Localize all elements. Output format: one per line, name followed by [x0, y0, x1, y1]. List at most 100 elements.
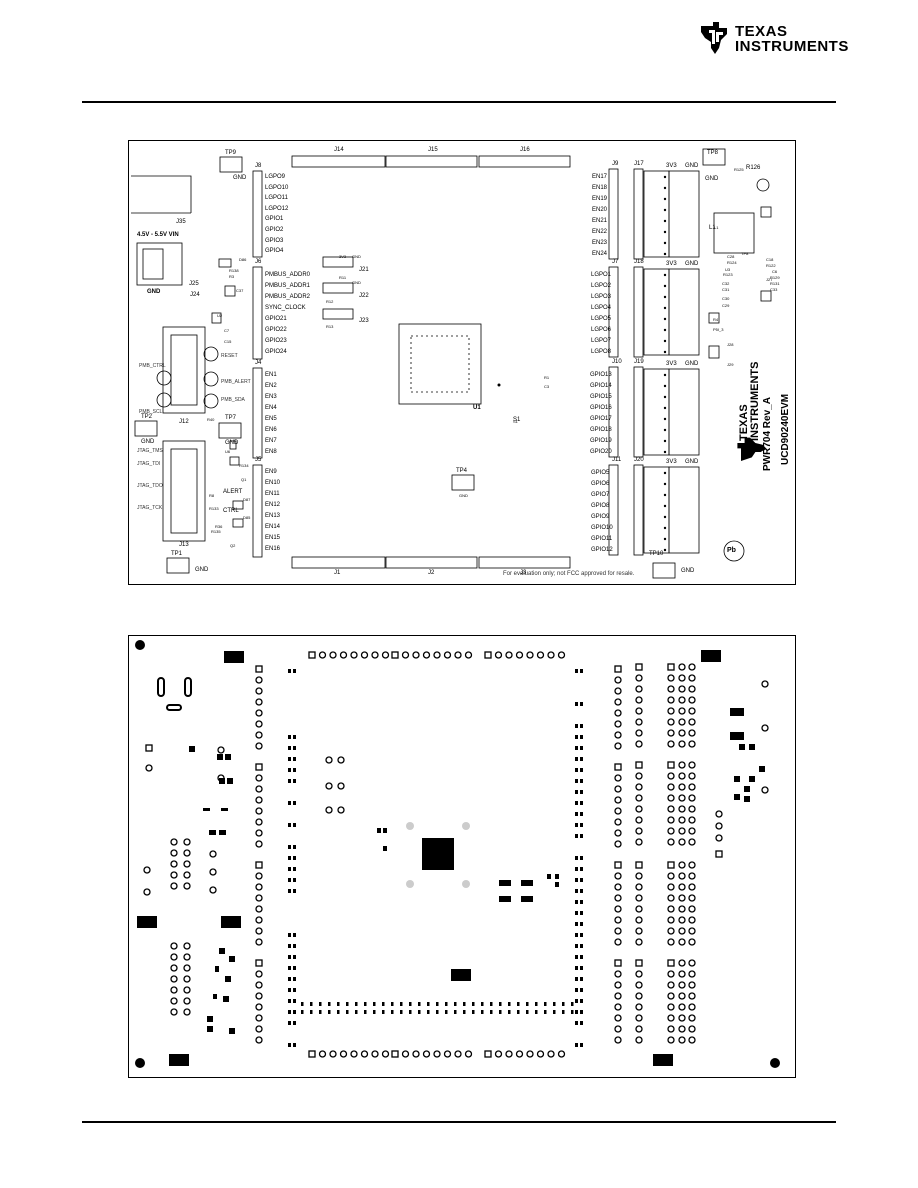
pin-label: GPIO8 — [591, 501, 613, 512]
pin-label: GPIO24 — [265, 347, 310, 358]
svg-text:3V3: 3V3 — [339, 254, 347, 259]
pin-label: LGPO1 — [591, 270, 611, 281]
pb-mark: Pb — [727, 547, 736, 554]
pmb-ctrl-label: PMB_CTRL — [139, 363, 166, 369]
ti-text2: INSTRUMENTS — [750, 362, 761, 441]
svg-text:R8: R8 — [209, 493, 215, 498]
tp1-gnd: GND — [195, 567, 208, 573]
s1-label: S1 — [513, 417, 520, 423]
svg-text:R11: R11 — [339, 275, 347, 280]
vin-label: 4.5V - 5.5V VIN — [137, 232, 179, 238]
pmb-sda-label: PMB_SDA — [221, 397, 245, 403]
svg-text:U2: U2 — [217, 313, 223, 318]
svg-text:C37: C37 — [236, 288, 244, 293]
pin-label: EN23 — [592, 238, 607, 249]
pin-label: EN22 — [592, 227, 607, 238]
svg-text:C3: C3 — [544, 384, 550, 389]
j24-label: J24 — [190, 292, 200, 298]
pin-label: GPIO3 — [265, 236, 288, 247]
svg-text:C28: C28 — [727, 254, 735, 259]
svg-text:R124: R124 — [727, 260, 737, 265]
pin-label: GPIO6 — [591, 479, 613, 490]
tp10-gnd: GND — [681, 568, 694, 574]
alert-label: ALERT — [223, 489, 242, 495]
pin-label: LGPO4 — [591, 303, 611, 314]
svg-text:GND: GND — [352, 280, 361, 285]
gnd-label-1: GND — [685, 163, 698, 169]
pin-label: EN2 — [265, 381, 277, 392]
svg-text:U6: U6 — [225, 449, 231, 454]
pin-label: LGPO9 — [265, 172, 288, 183]
svg-text:C15: C15 — [224, 339, 232, 344]
svg-text:C32: C32 — [722, 281, 730, 286]
svg-text:J28: J28 — [727, 342, 734, 347]
svg-text:J29: J29 — [727, 362, 734, 367]
pin-label: GPIO22 — [265, 325, 310, 336]
pin-label: EN20 — [592, 205, 607, 216]
svg-text:R125: R125 — [734, 167, 744, 172]
svg-text:R4: R4 — [713, 317, 719, 322]
j9-label: J9 — [612, 161, 618, 167]
gnd-label-3: GND — [685, 361, 698, 367]
v3v3-label-3: 3V3 — [666, 361, 677, 367]
pin-label: LGPO3 — [591, 292, 611, 303]
j19-label: J19 — [634, 359, 644, 365]
pin-label: GPIO19 — [590, 436, 612, 447]
svg-text:R1: R1 — [544, 375, 550, 380]
pin-label: EN16 — [265, 544, 280, 555]
pin-label: GPIO21 — [265, 314, 310, 325]
j14-label: J14 — [334, 147, 344, 153]
r126-label: R126 — [746, 165, 760, 171]
header-rule — [82, 101, 836, 103]
reset-label: RESET — [221, 353, 238, 359]
svg-text:Q1: Q1 — [241, 477, 247, 482]
pin-label: EN13 — [265, 511, 280, 522]
pin-label: EN12 — [265, 500, 280, 511]
pin-label: PMBUS_ADDR1 — [265, 281, 310, 292]
j21-label: J21 — [359, 267, 369, 273]
bottom-copper-panel — [128, 635, 796, 1078]
pin-label: LGPO7 — [591, 336, 611, 347]
pin-label: EN19 — [592, 194, 607, 205]
j11-label: J11 — [612, 457, 621, 463]
pin-label: GPIO9 — [591, 512, 613, 523]
j1-label: J1 — [334, 570, 340, 576]
pin-label: EN4 — [265, 403, 277, 414]
svg-text:R12: R12 — [326, 299, 334, 304]
pin-label: EN24 — [592, 249, 607, 260]
tp2-gnd: GND — [141, 439, 154, 445]
pin-label: EN17 — [592, 172, 607, 183]
j18-label: J18 — [634, 259, 644, 265]
pin-label: GPIO11 — [591, 534, 613, 545]
u1-label: U1 — [473, 405, 481, 411]
pin-label: GPIO2 — [265, 225, 288, 236]
pin-label: GPIO16 — [590, 403, 612, 414]
svg-text:Q2: Q2 — [230, 543, 236, 548]
jtag-tdi-label: JTAG_TDI — [137, 461, 160, 467]
tp9-gnd: GND — [233, 175, 246, 181]
svg-text:P5I_3: P5I_3 — [713, 327, 724, 332]
svg-text:C31: C31 — [722, 287, 730, 292]
j8-label: J8 — [255, 163, 261, 169]
svg-text:J27: J27 — [766, 277, 773, 282]
tp-right-label: TP8 — [707, 150, 718, 156]
svg-text:R135: R135 — [211, 529, 221, 534]
pin-label: EN8 — [265, 447, 277, 458]
top-silkscreen-panel: D86R138R3C37 C7C15U2 R40U6R134Q1 R8D87R1… — [128, 140, 796, 585]
j5-pin-labels: EN9 EN10 EN11 EN12 EN13 EN14 EN15 EN16 — [265, 467, 280, 555]
pin-label: LGPO11 — [265, 193, 288, 204]
jtag-tdo-label: JTAG_TDO — [137, 483, 163, 489]
pin-label: LGPO12 — [265, 204, 288, 215]
svg-text:R13: R13 — [326, 324, 334, 329]
svg-text:C33: C33 — [770, 287, 778, 292]
j6-pin-labels: PMBUS_ADDR0 PMBUS_ADDR1 PMBUS_ADDR2 SYNC… — [265, 270, 310, 358]
svg-text:GND: GND — [459, 493, 468, 498]
pin-label: GPIO5 — [591, 468, 613, 479]
pin-label: GPIO1 — [265, 214, 288, 225]
svg-text:R133: R133 — [209, 506, 219, 511]
bottom-view-drawing — [129, 636, 795, 1077]
j2-label: J2 — [428, 570, 434, 576]
tp7-label: TP7 — [225, 415, 236, 421]
pin-label: LGPO2 — [591, 281, 611, 292]
tp1-label: TP1 — [171, 551, 182, 557]
